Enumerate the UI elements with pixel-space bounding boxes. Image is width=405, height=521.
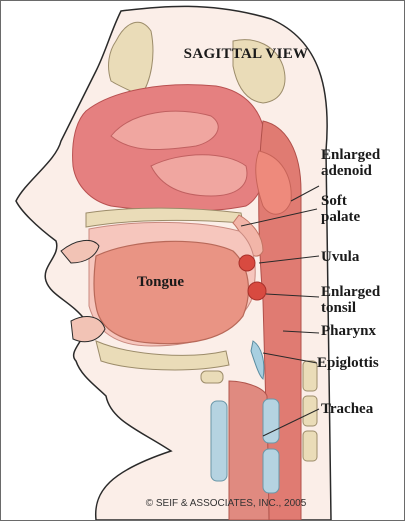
label-soft-palate-line2: palate: [321, 209, 360, 225]
label-pharynx: Pharynx: [321, 323, 376, 339]
label-soft-palate-line1: Soft: [321, 193, 360, 209]
larynx-cartilage: [211, 401, 227, 481]
tongue-shape: [94, 241, 248, 343]
copyright-notice: © SEIF & ASSOCIATES, INC., 2005: [106, 498, 346, 509]
label-enlarged-adenoid: Enlarged adenoid: [321, 147, 380, 179]
vertebra-1: [303, 361, 317, 391]
tonsil-lower: [248, 282, 266, 300]
label-epiglottis: Epiglottis: [317, 355, 379, 371]
label-enlarged-tonsil: Enlarged tonsil: [321, 284, 380, 316]
label-tongue: Tongue: [137, 274, 184, 290]
trachea-ring-1: [263, 399, 279, 443]
label-enlarged-adenoid-line1: Enlarged: [321, 147, 380, 163]
trachea-ring-2: [263, 449, 279, 493]
label-enlarged-tonsil-line2: tonsil: [321, 300, 380, 316]
label-enlarged-adenoid-line2: adenoid: [321, 163, 380, 179]
label-soft-palate: Soft palate: [321, 193, 360, 225]
tonsil-upper: [239, 255, 255, 271]
hyoid-bone: [201, 371, 223, 383]
label-uvula: Uvula: [321, 249, 359, 265]
label-trachea: Trachea: [321, 401, 373, 417]
label-enlarged-tonsil-line1: Enlarged: [321, 284, 380, 300]
diagram-title: SAGITTAL VIEW: [151, 46, 341, 63]
vertebra-3: [303, 431, 317, 461]
